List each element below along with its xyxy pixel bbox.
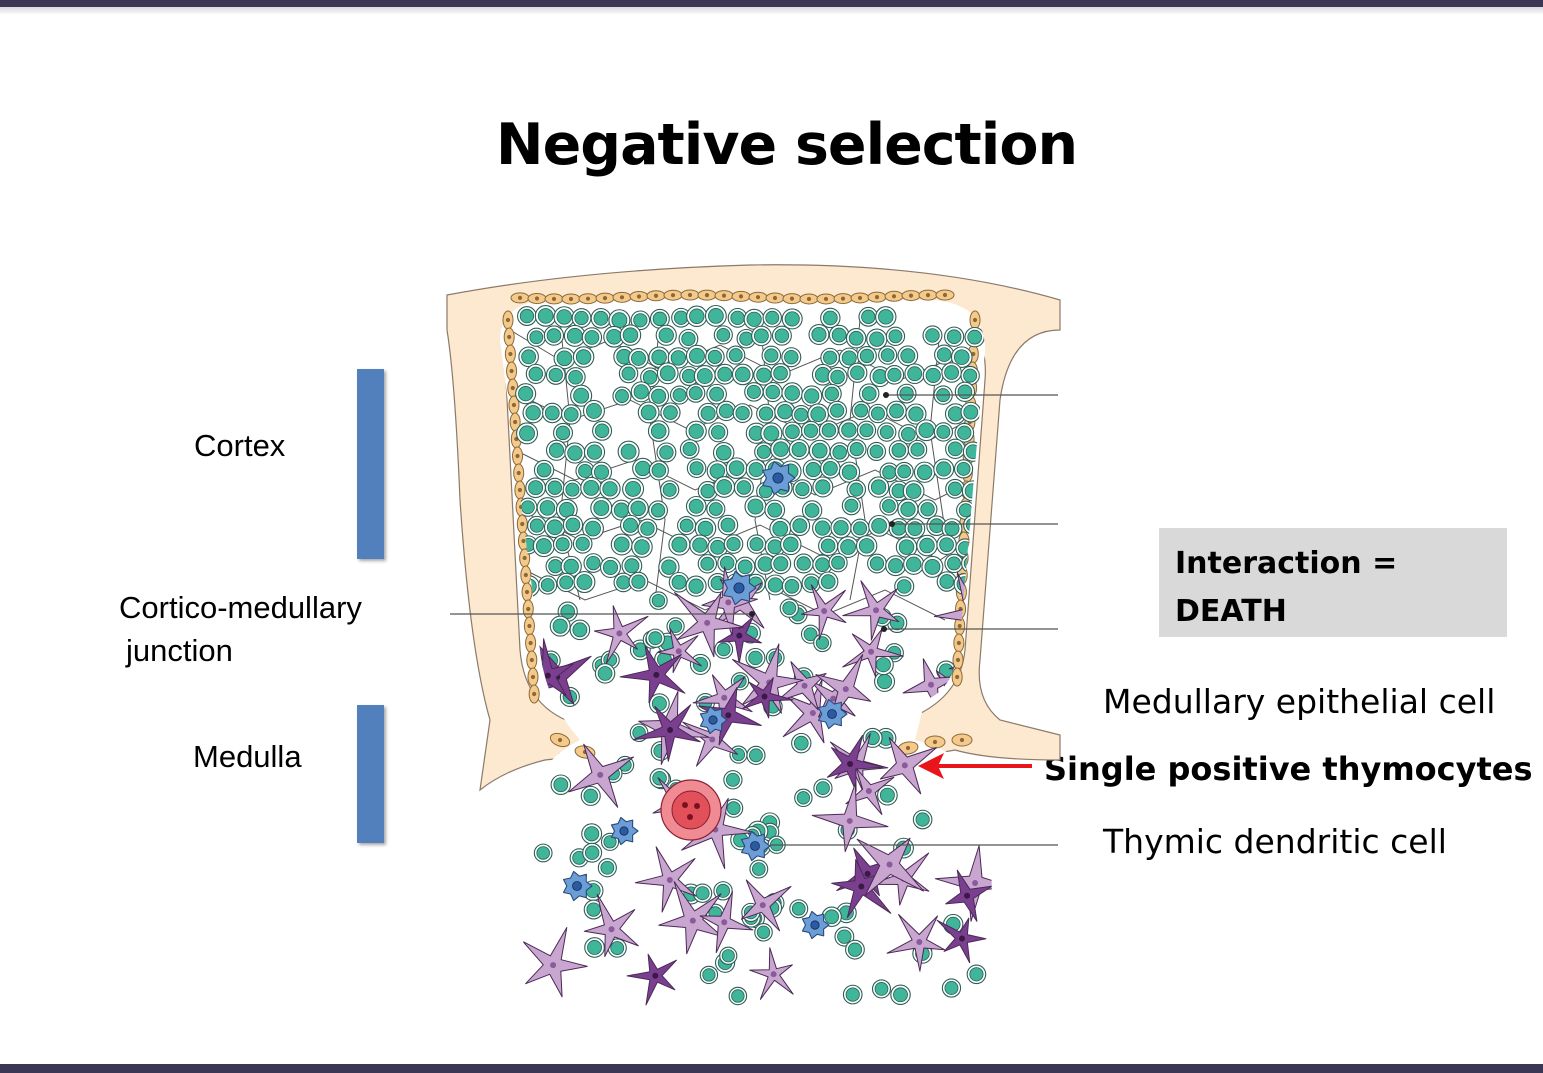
leader-lines — [450, 394, 1058, 846]
bottom-frame-bar — [0, 1064, 1543, 1073]
single-positive-thymocytes-label: Single positive thymocytes — [1044, 750, 1533, 788]
thymocyte-cells — [515, 304, 989, 1006]
dendritic-cells — [562, 460, 848, 940]
cortico-medullary-label-line2: junction — [126, 633, 233, 668]
interaction-death-callout: Interaction = DEATH — [1159, 528, 1507, 637]
medullary-epithelial-cell-label: Medullary epithelial cell — [1103, 682, 1496, 721]
medulla-label: Medulla — [193, 739, 302, 774]
top-frame-shade — [0, 7, 1543, 15]
arrow-left-icon — [918, 753, 1032, 779]
slide-title: Negative selection — [495, 112, 1078, 178]
callout-line1: Interaction = — [1175, 546, 1398, 581]
thymic-dendritic-cell-label: Thymic dendritic cell — [1103, 822, 1447, 861]
cortico-medullary-label-line1: Cortico-medullary — [119, 590, 362, 625]
cortex-region-bar — [357, 369, 384, 559]
top-frame-bar — [0, 0, 1543, 7]
callout-line2: DEATH — [1175, 594, 1287, 629]
medulla-region-bar — [357, 705, 384, 843]
cortex-label: Cortex — [194, 428, 286, 463]
hassall-corpuscle — [660, 779, 722, 841]
